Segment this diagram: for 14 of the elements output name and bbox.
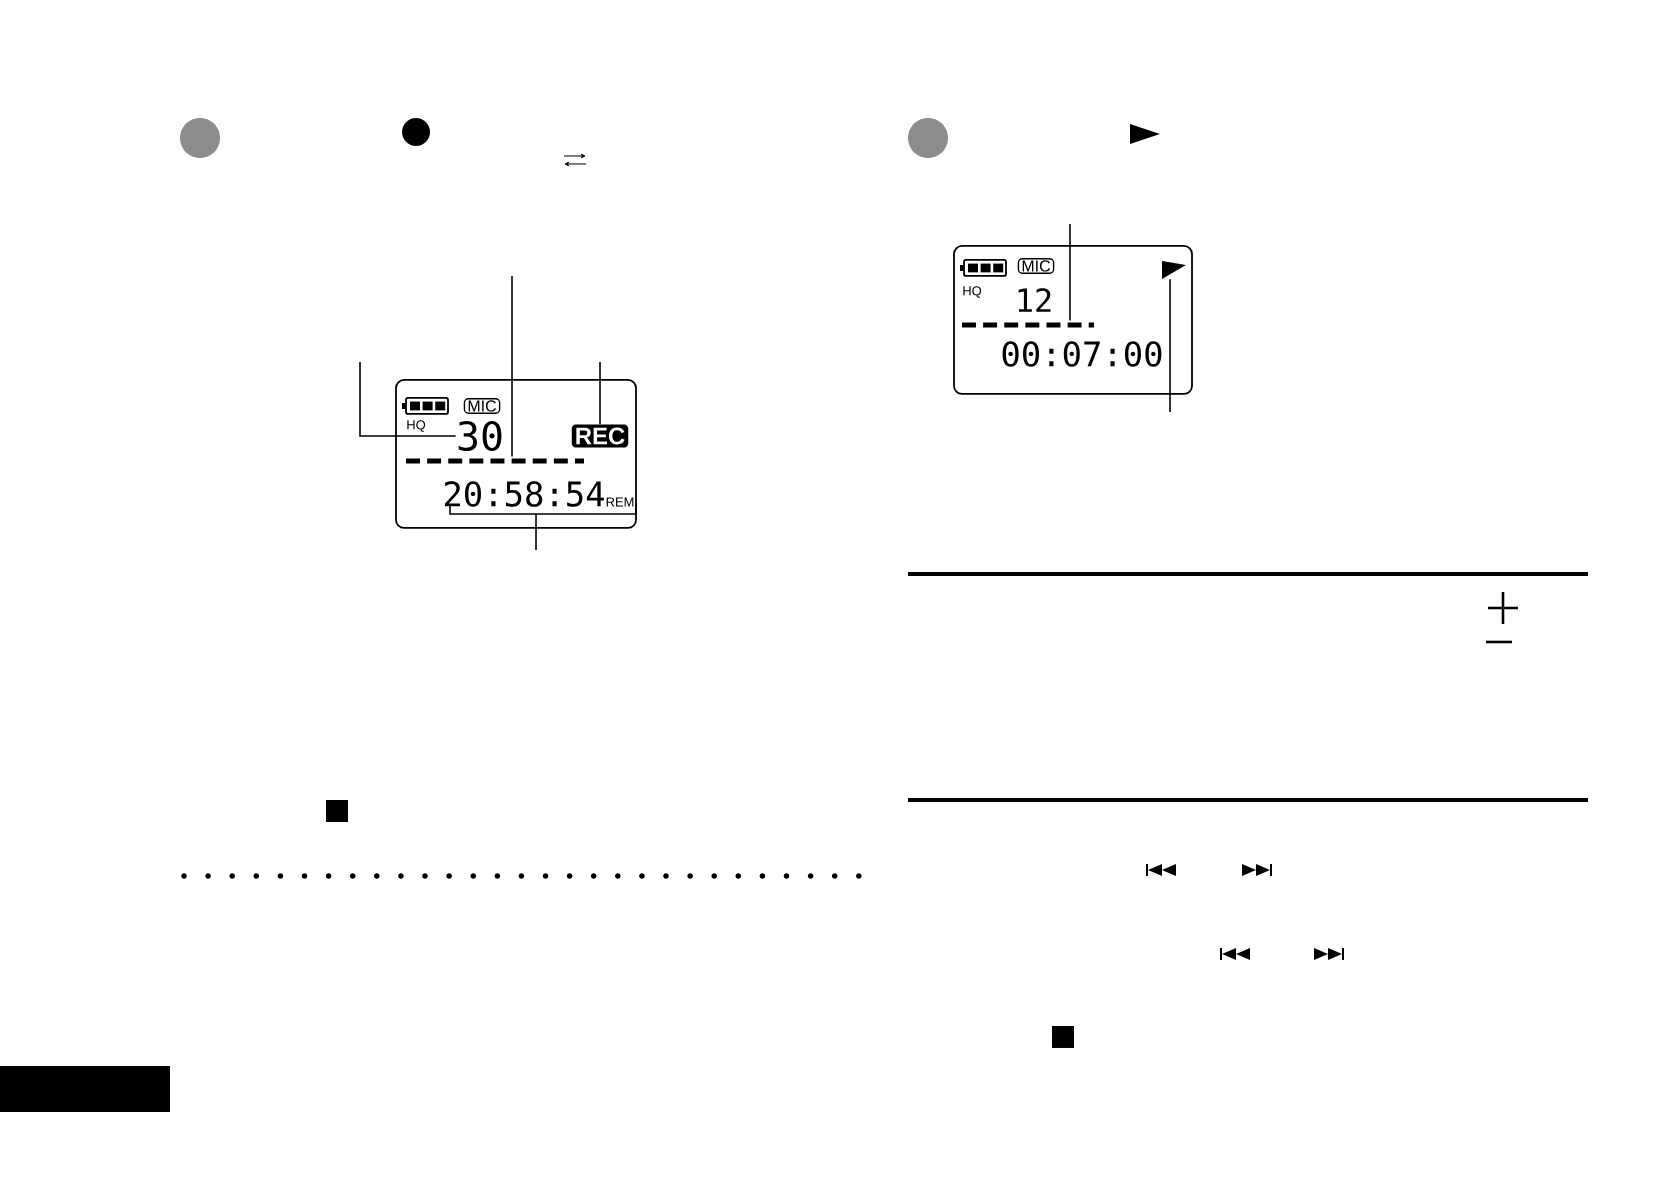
leader-line xyxy=(511,275,513,458)
time-readout: 20:58:54 xyxy=(444,481,604,507)
leader-line xyxy=(1069,223,1071,322)
leader-line xyxy=(359,361,457,437)
folder-number: 30 xyxy=(458,420,502,452)
time-readout: 00:07:00 xyxy=(1002,341,1162,367)
rec-indicator: REC xyxy=(571,424,629,448)
leader-line xyxy=(535,513,537,551)
progress-bar xyxy=(406,458,584,464)
progress-bar xyxy=(962,322,1094,328)
leader-line xyxy=(1169,278,1171,413)
track-number: 12 xyxy=(1018,288,1051,312)
leader-line xyxy=(599,361,601,425)
play-indicator xyxy=(1162,260,1186,279)
